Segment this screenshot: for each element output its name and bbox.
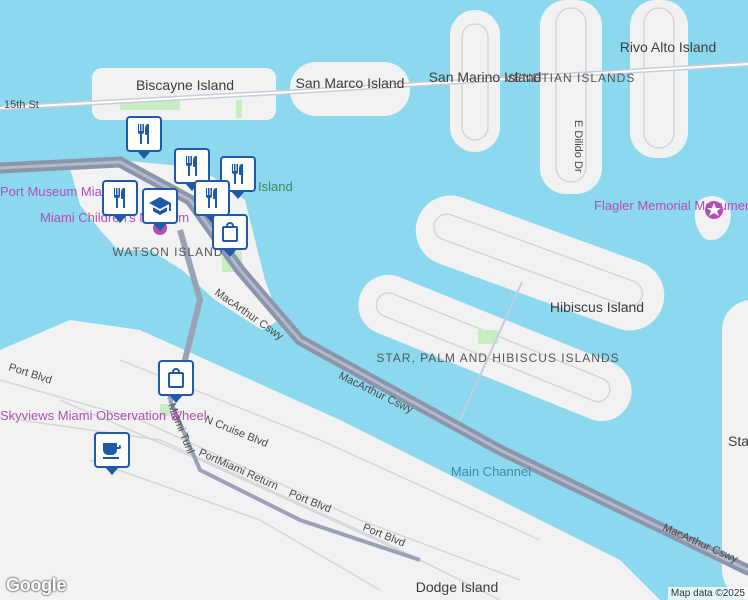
coffee-cup-icon bbox=[103, 443, 121, 459]
fork-knife-icon bbox=[186, 156, 197, 176]
palm-island-shape bbox=[358, 274, 632, 422]
park bbox=[236, 100, 242, 118]
label-san-marino: San Marino Island bbox=[429, 69, 542, 85]
label-venetian-islands: VENETIAN ISLANDS bbox=[505, 71, 636, 85]
fork-knife-icon bbox=[138, 124, 149, 144]
restaurant-pin[interactable] bbox=[126, 116, 162, 159]
restaurant-pin[interactable] bbox=[174, 148, 210, 191]
restaurant-pin[interactable] bbox=[102, 180, 138, 223]
graduation-cap-icon bbox=[149, 197, 171, 215]
fork-knife-icon bbox=[114, 188, 125, 208]
label-watson-island: WATSON ISLAND bbox=[112, 245, 223, 259]
restaurant-pin[interactable] bbox=[220, 156, 256, 199]
label-flagler: Flagler Memorial Monument bbox=[594, 198, 748, 213]
label-biscayne: Biscayne Island bbox=[136, 77, 234, 93]
label-hibiscus: Hibiscus Island bbox=[550, 299, 644, 315]
port-boulevard bbox=[168, 399, 421, 562]
shopping-bag-icon bbox=[168, 368, 184, 388]
cafe-pin[interactable] bbox=[94, 432, 130, 475]
label-skyviews: Skyviews Miami Observation Wheel bbox=[0, 408, 207, 423]
school-pin[interactable] bbox=[142, 188, 178, 231]
island-bridge bbox=[459, 281, 523, 421]
dilido-island-shape bbox=[540, 0, 602, 194]
shopping-pin[interactable] bbox=[158, 360, 194, 403]
map-attribution[interactable]: Map data ©2025 bbox=[667, 587, 748, 600]
park bbox=[478, 330, 498, 344]
label-san-marco: San Marco Island bbox=[296, 75, 405, 91]
fork-knife-icon bbox=[232, 164, 243, 184]
label-island-fragment: Island bbox=[258, 179, 293, 194]
venetian-causeway-center bbox=[0, 63, 748, 109]
label-star-fragment: Sta bbox=[728, 433, 748, 449]
park bbox=[120, 100, 180, 110]
label-port-museum: Port Museum Miami bbox=[0, 184, 116, 199]
shopping-bag-icon bbox=[222, 222, 238, 242]
label-rivo-alto: Rivo Alto Island bbox=[620, 39, 717, 55]
shopping-pin[interactable] bbox=[212, 214, 248, 257]
label-star-palm-hibiscus: STAR, PALM AND HIBISCUS ISLANDS bbox=[376, 351, 619, 365]
label-dodge-island: Dodge Island bbox=[416, 579, 499, 595]
google-logo: Google bbox=[6, 575, 67, 595]
star-island-edge bbox=[722, 300, 748, 600]
fork-knife-icon bbox=[206, 188, 217, 208]
monument-star bbox=[707, 203, 721, 216]
rivo-alto-island-shape bbox=[630, 0, 688, 158]
park bbox=[160, 404, 170, 416]
macarthur-causeway-center bbox=[0, 160, 748, 572]
restaurant-pin[interactable] bbox=[194, 180, 230, 223]
label-main-channel: Main Channel bbox=[451, 464, 531, 479]
label-15th-st: 15th St bbox=[4, 99, 39, 111]
label-e-dilido: E Dilido Dr bbox=[572, 120, 584, 173]
